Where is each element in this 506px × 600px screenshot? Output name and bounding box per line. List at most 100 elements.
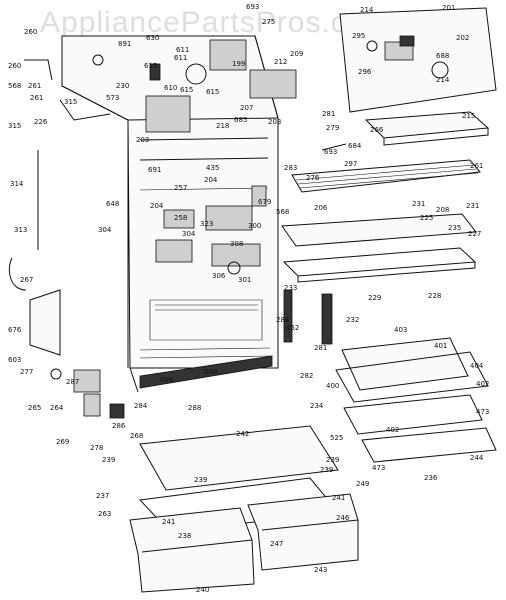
part-label: 225 bbox=[420, 214, 433, 222]
part-label: 284 bbox=[276, 316, 290, 324]
part-label: 573 bbox=[106, 94, 119, 102]
part-label: 240 bbox=[196, 586, 209, 594]
part-label: 611 bbox=[174, 54, 187, 62]
part-label: 301 bbox=[238, 276, 251, 284]
part-label: 214 bbox=[436, 76, 450, 84]
part-label: 261 bbox=[28, 82, 41, 90]
part-label: 231 bbox=[412, 200, 425, 208]
part-label: 239 bbox=[102, 456, 115, 464]
part-label: 267 bbox=[20, 276, 33, 284]
part-label: 264 bbox=[50, 404, 64, 412]
part-label: 238 bbox=[178, 532, 191, 540]
part-label: 287 bbox=[66, 378, 79, 386]
part-label: 615 bbox=[206, 88, 219, 96]
door-shelf-assembly bbox=[335, 337, 497, 463]
part-label: 261 bbox=[30, 94, 43, 102]
part-label: 284 bbox=[134, 402, 148, 410]
part-label: 402 bbox=[386, 426, 399, 434]
part-label: 261 bbox=[470, 162, 483, 170]
part-label: 611 bbox=[176, 46, 189, 54]
part-label: 241 bbox=[162, 518, 175, 526]
part-label: 260 bbox=[8, 62, 21, 70]
part-label: 315 bbox=[64, 98, 77, 106]
part-label: 288 bbox=[188, 404, 201, 412]
part-label: 232 bbox=[346, 316, 359, 324]
crisper-assembly bbox=[129, 425, 359, 593]
part-label: 304 bbox=[182, 230, 196, 238]
part-label: 258 bbox=[174, 214, 187, 222]
glass-shelf-upper bbox=[281, 213, 477, 283]
part-label: 231 bbox=[466, 202, 479, 210]
part-label: 263 bbox=[98, 510, 111, 518]
part-label: 283 bbox=[284, 164, 297, 172]
part-label: 246 bbox=[336, 514, 350, 522]
part-label: 199 bbox=[232, 60, 245, 68]
part-label: 688 bbox=[436, 52, 449, 60]
part-label: 277 bbox=[20, 368, 33, 376]
part-label: 402 bbox=[476, 380, 489, 388]
part-label: 281 bbox=[314, 344, 327, 352]
part-label: 204 bbox=[150, 202, 164, 210]
part-label: 295 bbox=[352, 32, 365, 40]
part-label: 226 bbox=[34, 118, 48, 126]
part-label: 243 bbox=[314, 566, 327, 574]
part-label: 233 bbox=[284, 284, 297, 292]
part-label: 207 bbox=[240, 104, 253, 112]
part-label: 615 bbox=[180, 86, 193, 94]
part-label: 473 bbox=[476, 408, 489, 416]
part-label: 237 bbox=[96, 492, 109, 500]
part-label: 615 bbox=[144, 62, 157, 70]
part-label: 435 bbox=[206, 164, 219, 172]
part-label: 278 bbox=[90, 444, 103, 452]
left-side-panel bbox=[8, 150, 61, 356]
part-label: 276 bbox=[306, 174, 320, 182]
part-label: 228 bbox=[428, 292, 441, 300]
part-label: 630 bbox=[146, 34, 159, 42]
part-label: 313 bbox=[14, 226, 27, 234]
part-label: 400 bbox=[326, 382, 339, 390]
part-label: 297 bbox=[344, 160, 357, 168]
part-label: 296 bbox=[358, 68, 372, 76]
part-label: 212 bbox=[274, 58, 287, 66]
part-label: 227 bbox=[468, 230, 481, 238]
part-label: 247 bbox=[270, 540, 283, 548]
part-label: 286 bbox=[112, 422, 126, 430]
part-label: 275 bbox=[262, 18, 275, 26]
part-label: 610 bbox=[164, 84, 177, 92]
part-label: 891 bbox=[118, 40, 131, 48]
part-label: 281 bbox=[322, 110, 335, 118]
part-label: 401 bbox=[434, 342, 447, 350]
part-label: 304 bbox=[98, 226, 112, 234]
part-label: 266 bbox=[370, 126, 384, 134]
small-parts bbox=[24, 35, 415, 419]
part-label: 282 bbox=[300, 372, 313, 380]
part-label: 691 bbox=[148, 166, 161, 174]
part-label: 679 bbox=[258, 198, 271, 206]
part-label: 203 bbox=[136, 136, 149, 144]
part-label: 452 bbox=[286, 324, 299, 332]
part-label: 323 bbox=[200, 220, 213, 228]
part-label: 202 bbox=[456, 34, 469, 42]
control-panel-housing bbox=[339, 7, 497, 113]
part-label: 268 bbox=[130, 432, 143, 440]
part-label: 308 bbox=[230, 240, 243, 248]
part-label: 525 bbox=[330, 434, 343, 442]
part-label: 214 bbox=[360, 6, 374, 14]
part-label: 260 bbox=[24, 28, 37, 36]
part-label: 568 bbox=[8, 82, 21, 90]
part-label: 648 bbox=[106, 200, 119, 208]
part-label: 684 bbox=[348, 142, 362, 150]
part-label: 404 bbox=[470, 362, 484, 370]
ice-bin bbox=[364, 111, 490, 146]
part-label: 218 bbox=[216, 122, 229, 130]
part-label: 894 bbox=[160, 376, 174, 384]
part-label: 242 bbox=[236, 430, 249, 438]
part-labels: 693 275 214 201 260 891 630 611 295 260 … bbox=[8, 3, 489, 594]
part-label: 241 bbox=[332, 494, 345, 502]
part-label: 239 bbox=[194, 476, 207, 484]
part-label: 206 bbox=[314, 204, 328, 212]
part-label: 244 bbox=[470, 454, 484, 462]
part-label: 204 bbox=[204, 176, 218, 184]
bottom-grille bbox=[129, 355, 273, 393]
